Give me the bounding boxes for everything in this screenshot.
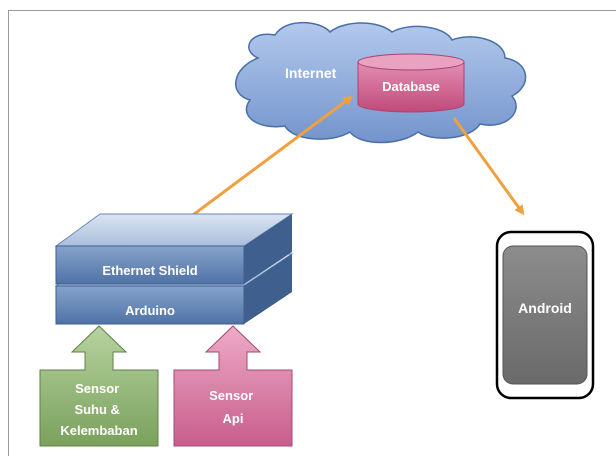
ethernet-shield-label: Ethernet Shield (102, 263, 197, 278)
android-device: Android (495, 230, 595, 400)
ethernet-shield-board: Ethernet Shield (54, 213, 294, 285)
sensor-humidity-line-1: Sensor (75, 381, 119, 396)
sensor-fire-label: Sensor Api (209, 388, 257, 426)
internet-label: Internet (285, 65, 337, 81)
sensor-humidity-line-2: Suhu & (74, 402, 120, 417)
download-arrow (452, 117, 525, 216)
diagram-border (8, 10, 616, 456)
sensor-fire-line-1: Sensor (209, 388, 253, 403)
sensor-humidity-line-3: Kelembaban (60, 423, 137, 438)
database-label: Database (382, 79, 440, 94)
sensor-humidity-label: Sensor Suhu & Kelembaban (60, 381, 137, 438)
database-cylinder: Database (357, 53, 465, 113)
android-label: Android (518, 300, 572, 316)
sensor-fire-line-2: Api (223, 411, 244, 426)
sensor-humidity-block: Sensor Suhu & Kelembaban (39, 325, 159, 447)
arduino-label: Arduino (125, 303, 175, 318)
sensor-fire-block: Sensor Api (173, 325, 293, 447)
